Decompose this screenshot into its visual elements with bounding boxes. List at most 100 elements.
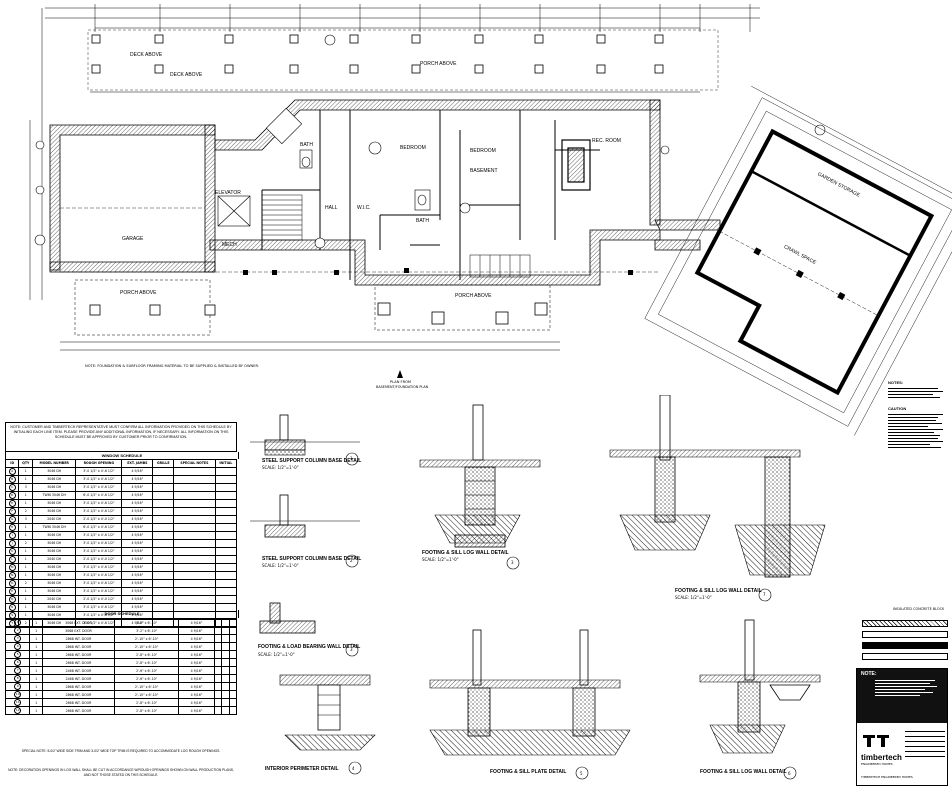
schedule-cell	[221, 618, 230, 627]
schedule-id-marker: P	[8, 588, 16, 595]
schedule-cell: 1	[18, 554, 34, 564]
schedule-cell: 1	[18, 570, 34, 580]
schedule-id-marker: 3	[14, 635, 22, 642]
schedule-cell	[214, 594, 238, 604]
foundation-note: NOTE: FOUNDATION & SUBFLOOR FRAMING MATE…	[85, 364, 259, 368]
title-block: NOTE: timbertech ENGINEERED HOMES TIMBER…	[856, 668, 948, 786]
schedule-cell: 4 9/16"	[178, 658, 215, 667]
detail-7-title: FOOTING & SILL PLATE DETAIL	[490, 769, 567, 775]
schedule-cell: 2468 INT. DOOR	[41, 666, 116, 675]
label-mech: MECH	[222, 242, 237, 248]
detail-3-title: FOOTING & LOAD BEARING WALL DETAIL	[258, 644, 361, 650]
caution-title: CAUTION	[888, 406, 907, 411]
schedule-id-marker: H	[8, 524, 16, 531]
schedule-id-marker: I	[8, 532, 16, 539]
schedule-cell: 2	[18, 538, 34, 548]
schedule-cell: 2040 DH	[32, 514, 77, 524]
schedule-cell	[214, 514, 238, 524]
schedule-cell	[214, 554, 238, 564]
schedule-cell: 3'-0 1/2" x 4'-6 1/2"	[75, 538, 123, 548]
schedule-cell	[221, 658, 230, 667]
schedule-cell: 1	[18, 466, 34, 476]
schedule-cell: 2'-8" x 6'-10"	[114, 706, 180, 715]
window-schedule-header: ID QTY MODEL NUMBER ROUGH OPENING EXT. J…	[4, 459, 238, 468]
schedule-id-cell: F	[4, 506, 20, 516]
schedule-cell: 1	[18, 586, 34, 596]
porch-piers	[89, 302, 548, 325]
brand-tagline: TIMBERTECH ENGINEERED HOMES	[861, 775, 913, 779]
schedule-cell: 1	[18, 490, 34, 500]
schedule-cell	[214, 482, 238, 492]
schedule-id-marker: 10	[14, 691, 22, 698]
schedule-id-cell: 10	[4, 690, 31, 699]
schedule-cell	[173, 594, 216, 604]
plumbing-fixtures	[265, 107, 431, 211]
schedule-id-marker: F	[8, 508, 16, 515]
schedule-cell: 3'-0 1/2" x 4'-6 1/2"	[75, 474, 123, 484]
brand-name: timbertech	[861, 753, 902, 762]
schedule-cell: 3046 DH	[32, 466, 77, 476]
schedule-cell	[152, 498, 175, 508]
schedule-cell	[228, 634, 238, 643]
schedule-cell: 2668 INT. DOOR	[41, 706, 116, 715]
fireplace	[561, 139, 591, 191]
schedule-cell: 4 9/16"	[121, 522, 154, 532]
schedule-cell: 4 9/16"	[178, 674, 215, 683]
schedule-cell	[214, 538, 238, 548]
schedule-cell	[228, 658, 238, 667]
schedule-cell: 4 9/16"	[178, 642, 215, 651]
beam-lines	[60, 207, 660, 273]
door-schedule-title: DOOR SCHEDULE	[5, 610, 239, 618]
detail-5-scale: SCALE: 1/2"=1'-0"	[675, 595, 712, 600]
schedule-cell: 4 9/16"	[178, 650, 215, 659]
schedule-cell: 2	[18, 506, 34, 516]
schedule-cell: TWIN 3046 DH	[32, 522, 77, 532]
schedule-id-marker: 5	[14, 651, 22, 658]
title-block-note: NOTE:	[857, 669, 947, 723]
schedule-cell	[228, 690, 238, 699]
schedule-cell: 4 9/16"	[121, 586, 154, 596]
schedule-cell	[213, 634, 223, 643]
schedule-cell: 3068 EXT. DOOR	[41, 626, 116, 635]
schedule-id-marker: 12	[14, 707, 22, 714]
schedule-cell: 4 9/16"	[121, 514, 154, 524]
deck-piers	[91, 34, 664, 74]
col-qty: QTY	[18, 459, 34, 468]
col-rough: ROUGH OPENING	[75, 459, 123, 468]
legend-swatch-outline	[862, 653, 948, 660]
schedule-cell: 4 9/16"	[121, 562, 154, 572]
schedule-cell	[214, 562, 238, 572]
schedule-cell: 2'-8" x 6'-10"	[114, 698, 180, 707]
legend-swatch-hatch	[862, 620, 948, 627]
label-deck-above: DECK ABOVE	[130, 52, 163, 58]
window-schedule-table: ID QTY MODEL NUMBER ROUGH OPENING EXT. J…	[4, 459, 238, 628]
schedule-cell	[173, 570, 216, 580]
schedule-cell	[214, 474, 238, 484]
schedule-cell	[173, 530, 216, 540]
schedule-id-marker: 1	[14, 619, 22, 626]
detail-load-bearing-wall	[259, 602, 359, 657]
schedule-cell: 3068 EXT. DOOR	[41, 618, 116, 627]
schedule-cell: 2'-0 1/2" x 4'-0 1/2"	[75, 594, 123, 604]
crawl-space-wing	[644, 86, 952, 436]
window-schedule-title: WINDOW SCHEDULE	[5, 452, 239, 459]
schedule-cell	[228, 642, 238, 651]
schedule-cell	[173, 514, 216, 524]
schedule-cell: 3046 DH	[32, 498, 77, 508]
label-elevator: ELEVATOR	[215, 190, 241, 196]
label-bedroom: BEDROOM	[400, 145, 426, 151]
schedule-id-cell: 1	[4, 618, 31, 627]
schedule-cell: 4 9/16"	[178, 634, 215, 643]
schedule-id-marker: D	[8, 492, 16, 499]
